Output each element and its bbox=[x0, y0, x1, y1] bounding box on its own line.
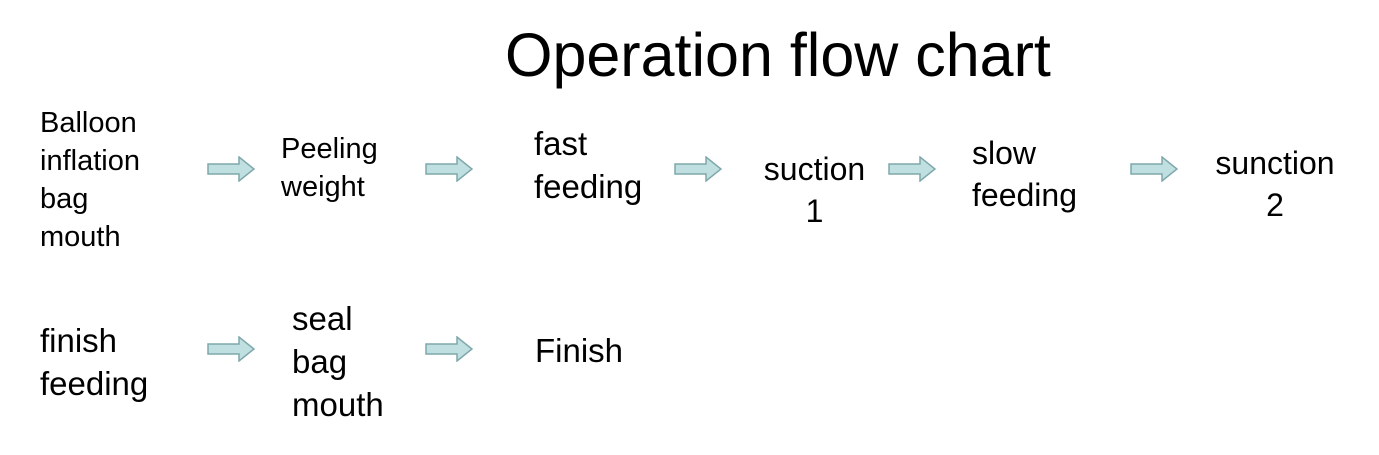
step-seal-bag-mouth: seal bag mouth bbox=[292, 300, 384, 423]
arrow-right-icon bbox=[425, 156, 473, 182]
arrow-right-icon bbox=[425, 336, 473, 362]
arrow-right-icon bbox=[1130, 156, 1178, 182]
step-finish-feeding: finish feeding bbox=[40, 322, 149, 402]
step-suction-1: suction 1 bbox=[763, 151, 866, 229]
step-sunction-2: sunction 2 bbox=[1215, 145, 1335, 223]
step-peeling-weight: Peeling weight bbox=[281, 133, 378, 203]
step-slow-feeding: slow feeding bbox=[972, 135, 1077, 213]
arrow-right-icon bbox=[207, 336, 255, 362]
step-finish: Finish bbox=[535, 332, 624, 369]
step-balloon-inflation: Balloon inflation bag mouth bbox=[40, 107, 140, 253]
step-fast-feeding: fast feeding bbox=[534, 125, 643, 205]
arrow-right-icon bbox=[674, 156, 722, 182]
arrow-right-icon bbox=[888, 156, 936, 182]
chart-title: Operation flow chart bbox=[505, 21, 1051, 89]
arrow-right-icon bbox=[207, 156, 255, 182]
